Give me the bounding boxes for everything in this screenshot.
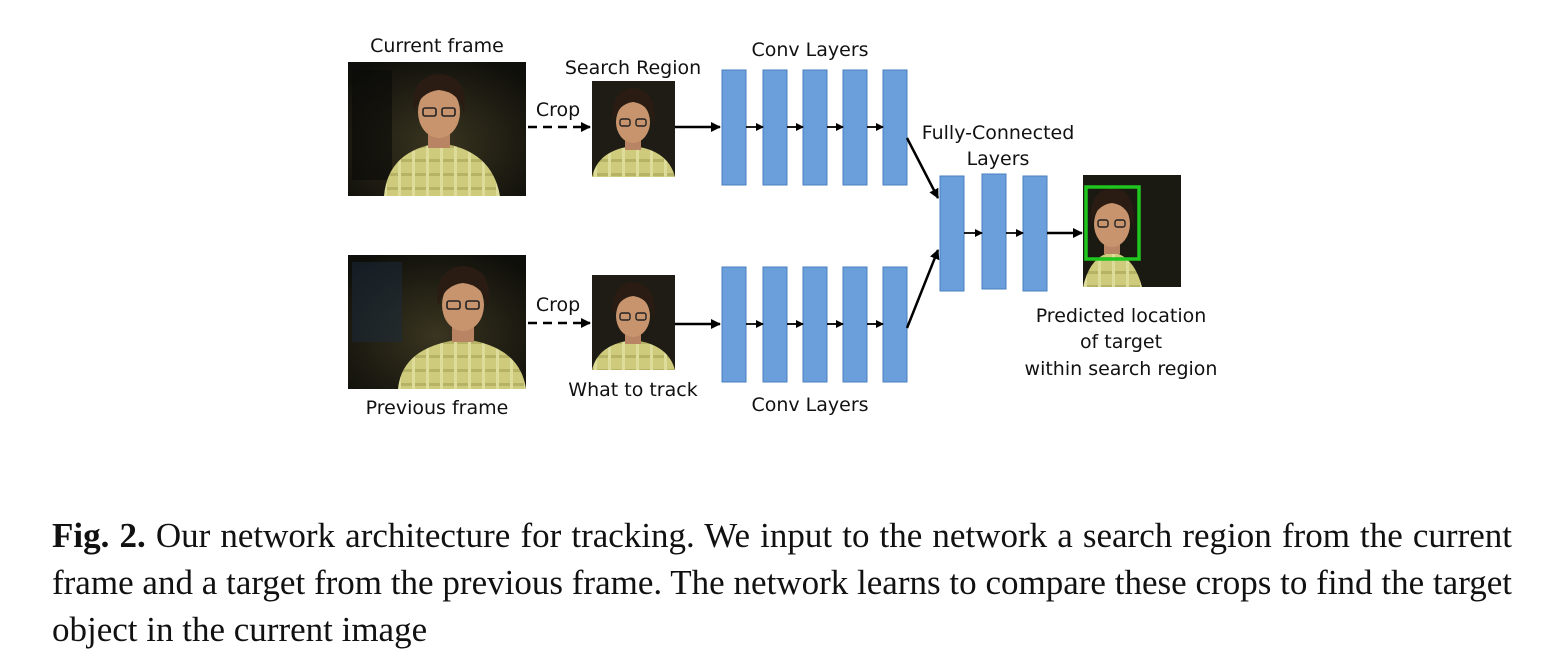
conv-layer (842, 69, 868, 186)
search-region-image (592, 81, 675, 177)
conv-layer (762, 266, 788, 383)
conv-top-to-fc-arrow (905, 137, 940, 199)
previous-frame-image (348, 255, 526, 389)
previous-frame-label: Previous frame (366, 397, 509, 419)
conv-bottom-to-fc-arrow (905, 249, 940, 329)
crop-label-bottom: Crop (536, 294, 580, 316)
fully-connected-layers (939, 173, 1048, 292)
caption-text: Our network architecture for tracking. W… (52, 516, 1513, 649)
caption-label: Fig. 2. (52, 516, 146, 555)
conv-layer (882, 69, 908, 186)
what-to-track-label: What to track (568, 379, 697, 401)
conv-layers-top (721, 69, 908, 186)
conv-layer (882, 266, 908, 383)
conv-layer (842, 266, 868, 383)
fc-label-line2: Layers (967, 148, 1030, 170)
predicted-location-image (1083, 175, 1181, 287)
crop-label-top: Crop (536, 99, 580, 121)
conv-layer (721, 266, 747, 383)
fc-layer (1022, 175, 1048, 292)
conv-layer (802, 69, 828, 186)
flow-arrows (528, 122, 1083, 329)
current-frame-image (348, 62, 526, 196)
architecture-figure: Current frame Previous frame Crop Crop S… (348, 35, 1218, 419)
conv-layers-top-label: Conv Layers (751, 39, 868, 61)
search-region-label: Search Region (565, 57, 701, 79)
fc-layer (939, 175, 965, 292)
pred-label-line2: of target (1080, 331, 1162, 353)
conv-layers-bottom (721, 266, 908, 383)
fc-label-line1: Fully-Connected (922, 122, 1075, 144)
predicted-bounding-box (1084, 185, 1141, 261)
what-to-track-image (592, 275, 675, 370)
pred-label-line3: within search region (1025, 358, 1218, 380)
figure-caption: Fig. 2. Our network architecture for tra… (52, 512, 1512, 653)
pred-label-line1: Predicted location (1036, 305, 1207, 327)
conv-layer (802, 266, 828, 383)
conv-layer (762, 69, 788, 186)
current-frame-label: Current frame (370, 35, 504, 57)
conv-layer (721, 69, 747, 186)
fc-layer (981, 173, 1007, 290)
conv-layers-bottom-label: Conv Layers (751, 394, 868, 416)
